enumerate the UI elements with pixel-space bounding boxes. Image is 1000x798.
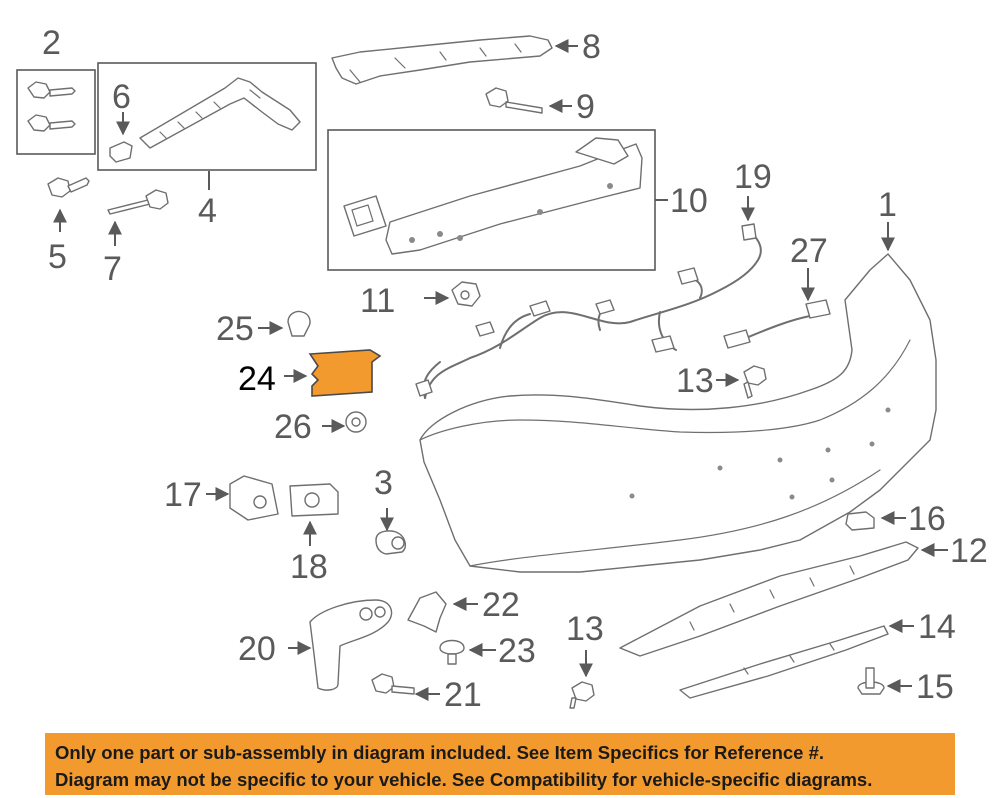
callout-9: 9 — [576, 88, 595, 126]
part-27-wiring-harness — [723, 299, 831, 349]
part-4-frame — [97, 62, 317, 171]
callout-6: 6 — [112, 78, 131, 116]
part-22-bracket — [407, 591, 447, 633]
callout-24: 24 — [238, 360, 276, 398]
callout-16: 16 — [908, 500, 946, 538]
part-4-bracket — [97, 62, 317, 171]
part-20-bracket — [309, 599, 393, 691]
callout-3: 3 — [374, 464, 393, 502]
callout-23: 23 — [498, 632, 536, 670]
callout-25: 25 — [216, 310, 254, 348]
part-13-bolt-lower — [569, 681, 595, 709]
part-25-clip — [287, 310, 311, 337]
part-9-bolt — [485, 87, 543, 114]
callout-12: 12 — [950, 532, 988, 570]
part-8-bracket — [331, 35, 553, 85]
callout-5: 5 — [48, 238, 67, 276]
callout-17: 17 — [164, 476, 202, 514]
part-24-highlighted-bracket — [308, 349, 382, 397]
callout-13-upper: 13 — [676, 362, 714, 400]
callout-10: 10 — [670, 182, 708, 220]
callout-15: 15 — [916, 668, 954, 706]
callout-8: 8 — [582, 28, 601, 66]
callout-20: 20 — [238, 630, 276, 668]
part-17-bracket — [229, 475, 279, 521]
disclaimer-line-1: Only one part or sub-assembly in diagram… — [55, 742, 825, 763]
disclaimer-line-2: Diagram may not be specific to your vehi… — [55, 769, 873, 790]
part-19-wiring-harness — [415, 223, 762, 399]
part-5-bolt — [47, 177, 90, 198]
callout-26: 26 — [274, 408, 312, 446]
callout-14: 14 — [918, 608, 956, 646]
part-1-bumper-cover — [419, 253, 937, 573]
part-14-lower-trim — [679, 625, 889, 699]
callout-2: 2 — [42, 24, 61, 62]
part-21-bolt — [371, 673, 415, 695]
part-16-clip — [845, 511, 875, 531]
part-26-grommet — [345, 411, 367, 433]
part-2-bolts — [16, 69, 96, 155]
callout-18: 18 — [290, 548, 328, 586]
part-3-sensor — [375, 530, 407, 555]
callout-4: 4 — [198, 192, 217, 230]
disclaimer-banner: Only one part or sub-assembly in diagram… — [45, 733, 955, 795]
part-15-push-pin — [857, 667, 885, 695]
part-18-bracket — [289, 483, 339, 517]
part-11-nut — [451, 281, 481, 307]
callout-11: 11 — [360, 282, 395, 320]
part-23-push-pin — [439, 639, 465, 665]
callout-13-lower: 13 — [566, 610, 604, 648]
part-7-bolt — [107, 189, 169, 215]
callout-1: 1 — [878, 186, 897, 224]
callout-21: 21 — [444, 676, 482, 714]
callout-19: 19 — [734, 158, 772, 196]
callout-7: 7 — [103, 250, 122, 288]
callout-22: 22 — [482, 586, 520, 624]
part-12-lower-valance — [619, 541, 919, 657]
part-10-impact-bar — [327, 129, 656, 271]
callout-27: 27 — [790, 232, 828, 270]
part-2-frame — [16, 69, 96, 155]
part-6-clip — [109, 141, 133, 163]
part-13-bolt-upper — [743, 365, 767, 399]
